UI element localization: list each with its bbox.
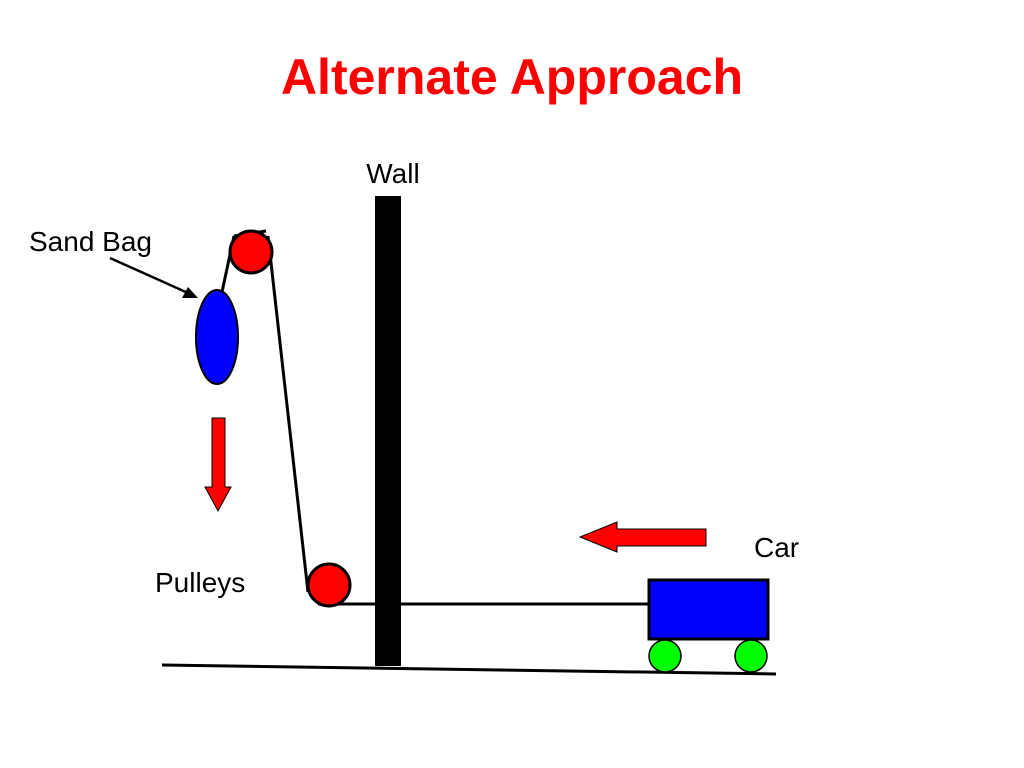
wall	[375, 196, 401, 666]
slide-title: Alternate Approach	[281, 49, 743, 105]
car-rear-wheel	[734, 639, 768, 673]
car-label: Car	[754, 532, 799, 563]
wall-label: Wall	[366, 158, 419, 189]
sand-bag-pointer-line	[109, 256, 189, 295]
rope-top-to-bottom-pulley	[266, 235, 310, 593]
car-front-wheel	[648, 639, 682, 673]
ground-line	[161, 663, 777, 676]
sand-bag	[195, 289, 239, 385]
sand-bag-pointer-arrowhead	[182, 287, 198, 298]
car-body	[647, 578, 770, 641]
sand-bag-label: Sand Bag	[29, 226, 152, 257]
bottom-pulley	[306, 562, 352, 608]
down-arrow-icon	[204, 417, 232, 513]
top-pulley	[228, 229, 274, 275]
left-arrow-icon	[578, 521, 707, 553]
pulleys-label: Pulleys	[155, 567, 245, 598]
